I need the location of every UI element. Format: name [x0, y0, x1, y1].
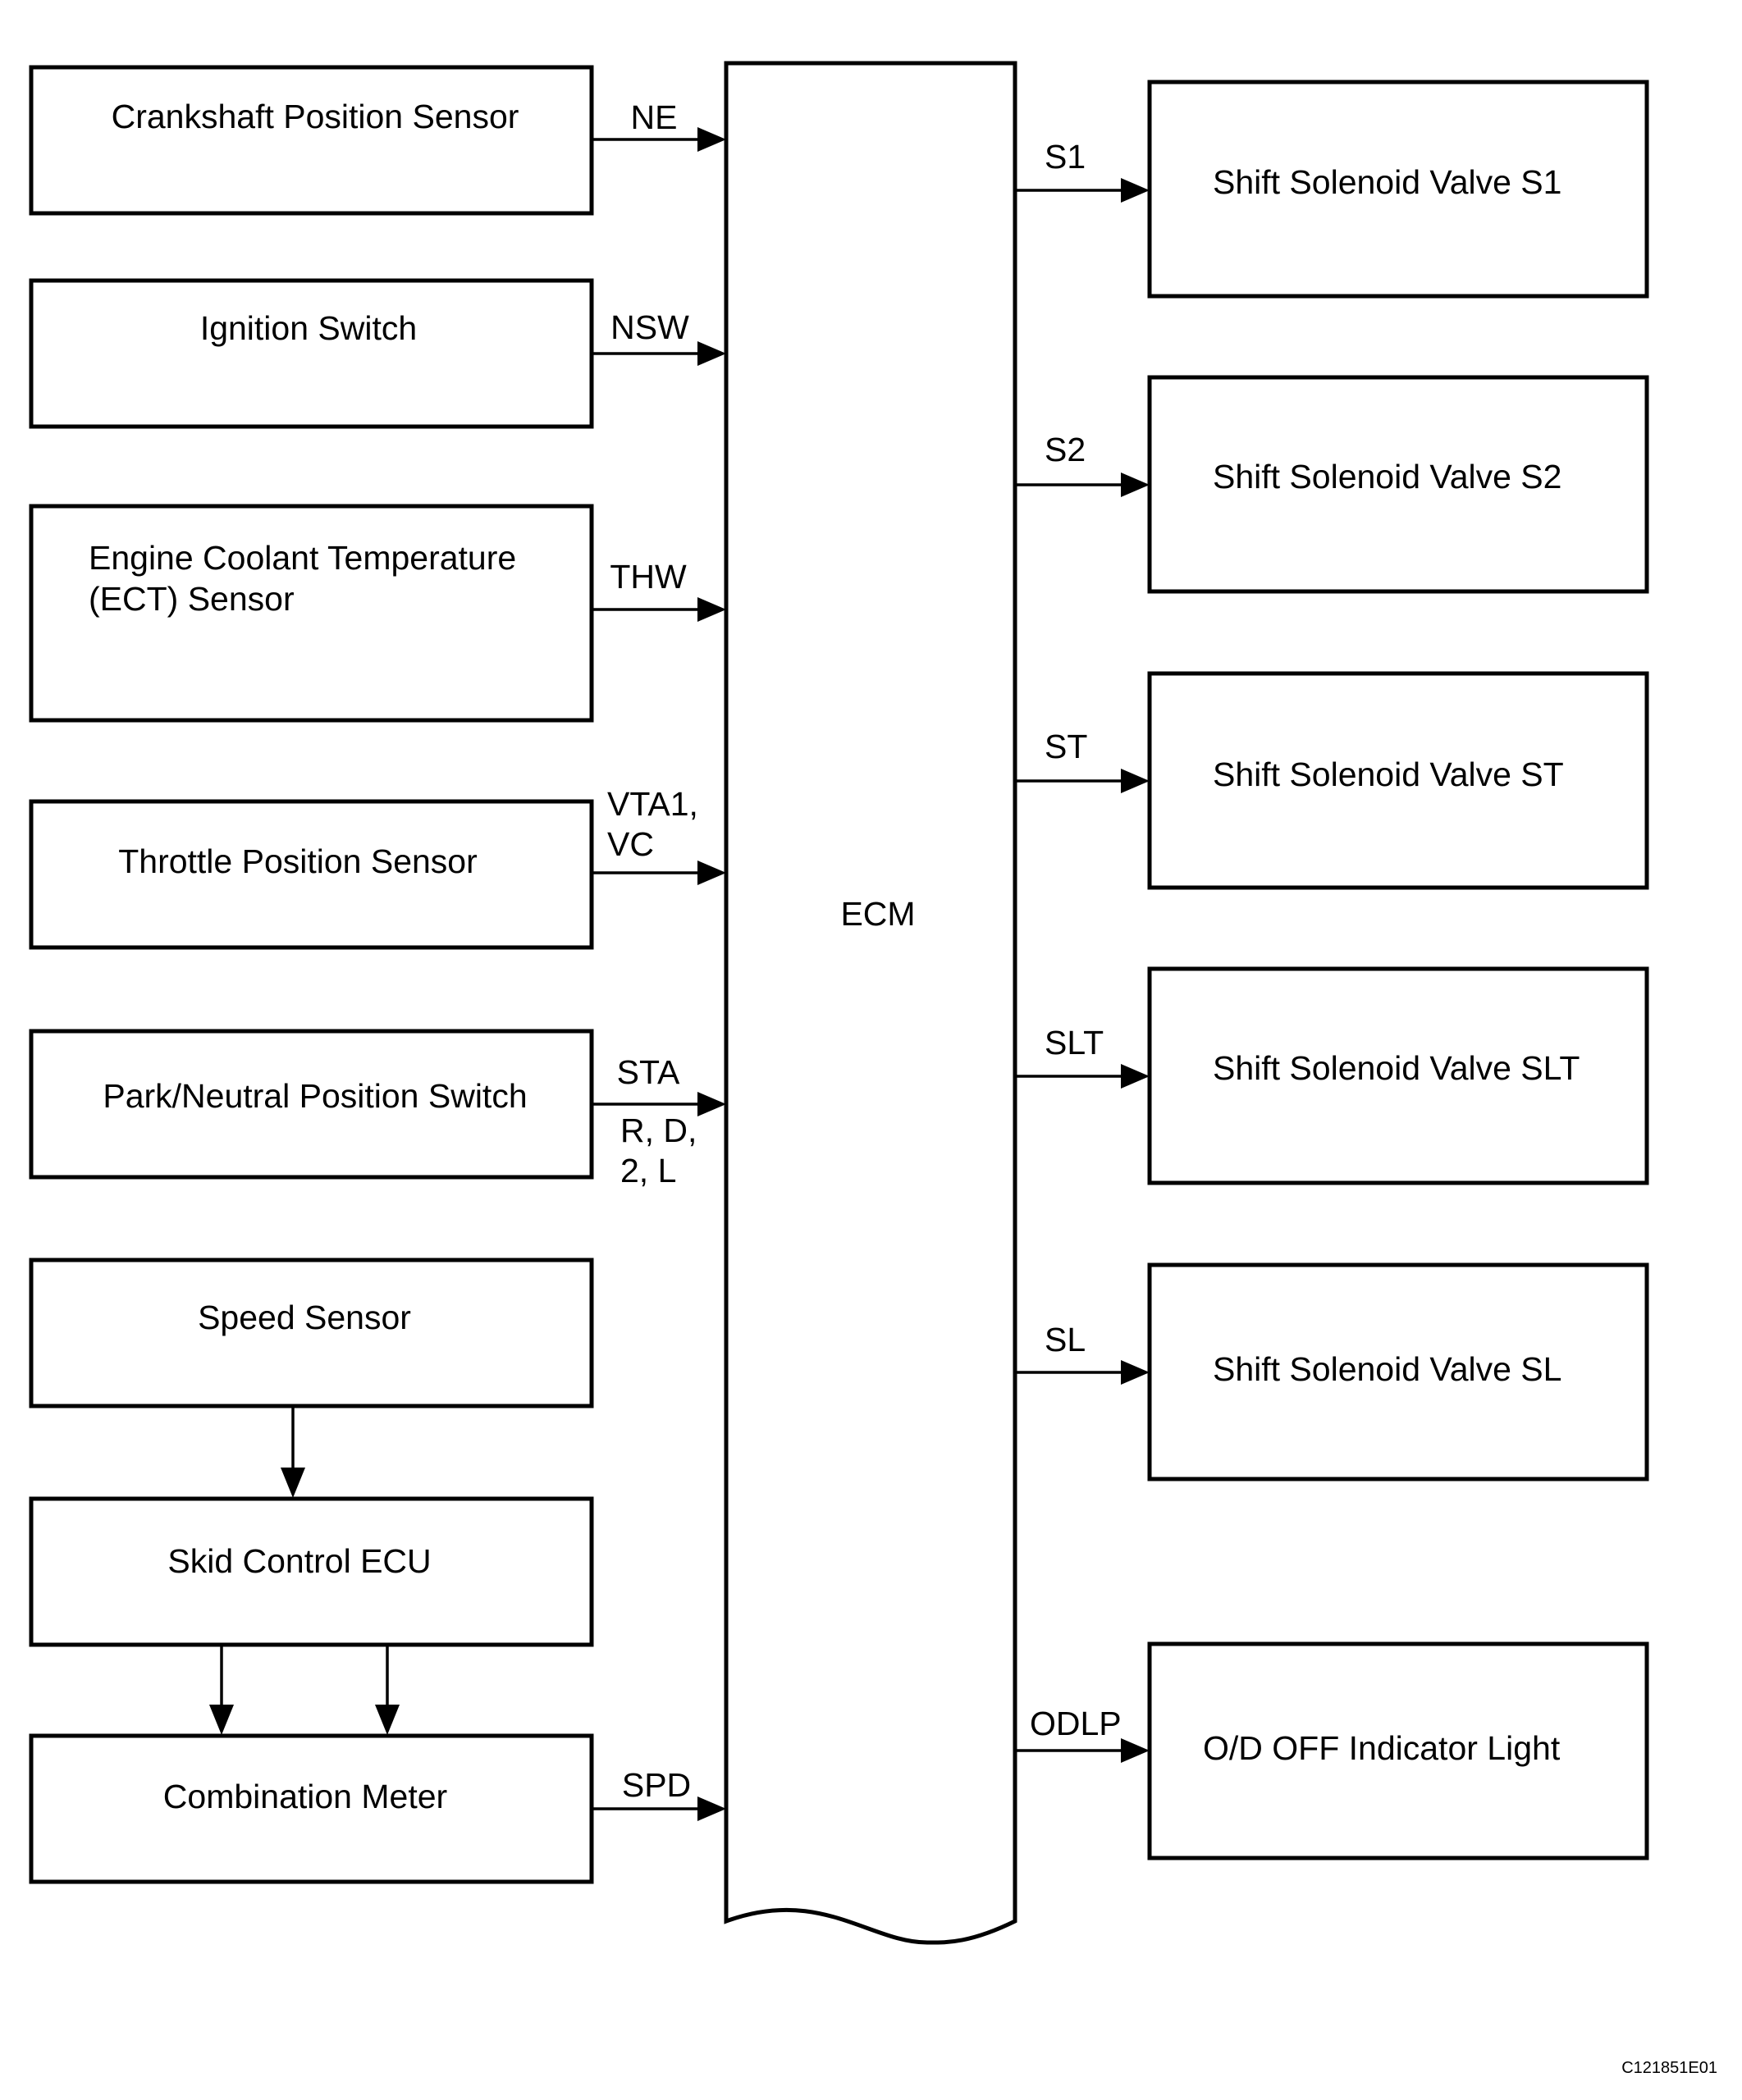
- s2-arrow: [1015, 472, 1150, 497]
- shift-solenoid-s1-box: Shift Solenoid Valve S1: [1147, 80, 1649, 299]
- shift-solenoid-s1-label: Shift Solenoid Valve S1: [1213, 163, 1561, 201]
- sl-signal-label: SL: [1045, 1321, 1086, 1358]
- figure-reference-code: C121851E01: [1621, 2059, 1717, 2077]
- sta-signal-label: STA: [617, 1053, 680, 1091]
- nsw-signal-label: NSW: [610, 308, 689, 346]
- vta1-vc-arrow: [592, 861, 726, 885]
- throttle-sensor-box: Throttle Position Sensor: [29, 799, 594, 950]
- st-arrow: [1015, 769, 1150, 793]
- vta1-signal-label: VTA1,: [607, 785, 698, 823]
- crankshaft-sensor-label: Crankshaft Position Sensor: [112, 98, 519, 135]
- od-off-indicator-box: O/D OFF Indicator Light: [1147, 1641, 1649, 1860]
- ecm-block: [724, 61, 1017, 1945]
- s1-arrow: [1015, 178, 1150, 203]
- 2l-signal-label: 2, L: [620, 1152, 676, 1189]
- speed-sensor-box: Speed Sensor: [29, 1258, 594, 1408]
- odlp-signal-label: ODLP: [1030, 1705, 1122, 1742]
- ignition-switch-box: Ignition Switch: [29, 278, 594, 429]
- park-neutral-switch-label: Park/Neutral Position Switch: [103, 1077, 527, 1115]
- s2-signal-label: S2: [1045, 431, 1086, 468]
- skid-to-meter-arrow-right: [375, 1645, 400, 1735]
- shift-solenoid-slt-label: Shift Solenoid Valve SLT: [1213, 1049, 1580, 1087]
- s1-signal-label: S1: [1045, 138, 1086, 176]
- skid-control-ecu-label: Skid Control ECU: [167, 1542, 431, 1580]
- shift-solenoid-st-box: Shift Solenoid Valve ST: [1147, 671, 1649, 890]
- ne-signal-label: NE: [631, 98, 678, 136]
- st-signal-label: ST: [1045, 728, 1087, 765]
- ne-arrow: [592, 127, 726, 152]
- shift-solenoid-sl-box: Shift Solenoid Valve SL: [1147, 1262, 1649, 1481]
- ect-sensor-label-line2: (ECT) Sensor: [89, 580, 295, 618]
- combination-meter-box: Combination Meter: [29, 1733, 594, 1884]
- ignition-switch-label: Ignition Switch: [200, 309, 417, 347]
- sl-arrow: [1015, 1360, 1150, 1385]
- skid-control-ecu-box: Skid Control ECU: [29, 1496, 594, 1647]
- vc-signal-label: VC: [607, 825, 654, 863]
- spd-signal-label: SPD: [622, 1766, 691, 1804]
- skid-to-meter-arrow-left: [209, 1645, 234, 1735]
- ect-sensor-box: Engine Coolant Temperature (ECT) Sensor: [29, 504, 594, 723]
- slt-signal-label: SLT: [1045, 1024, 1104, 1061]
- shift-solenoid-slt-box: Shift Solenoid Valve SLT: [1147, 966, 1649, 1185]
- ecm-label: ECM: [840, 895, 915, 933]
- odlp-arrow: [1015, 1738, 1150, 1763]
- sta-arrow: [592, 1092, 726, 1116]
- combination-meter-label: Combination Meter: [163, 1778, 447, 1815]
- shift-solenoid-s2-box: Shift Solenoid Valve S2: [1147, 375, 1649, 594]
- thw-signal-label: THW: [610, 558, 687, 596]
- park-neutral-switch-box: Park/Neutral Position Switch: [29, 1029, 594, 1180]
- speed-to-skid-arrow: [281, 1406, 305, 1498]
- ect-sensor-label-line1: Engine Coolant Temperature: [89, 539, 516, 577]
- throttle-sensor-label: Throttle Position Sensor: [118, 842, 478, 880]
- nsw-arrow: [592, 341, 726, 366]
- rd-signal-label: R, D,: [620, 1112, 697, 1149]
- shift-solenoid-s2-label: Shift Solenoid Valve S2: [1213, 458, 1561, 495]
- spd-arrow: [592, 1796, 726, 1821]
- crankshaft-sensor-box: Crankshaft Position Sensor: [29, 65, 594, 216]
- slt-arrow: [1015, 1064, 1150, 1089]
- shift-solenoid-sl-label: Shift Solenoid Valve SL: [1213, 1350, 1561, 1388]
- od-off-indicator-label: O/D OFF Indicator Light: [1203, 1729, 1561, 1767]
- shift-solenoid-st-label: Shift Solenoid Valve ST: [1213, 756, 1564, 793]
- thw-arrow: [592, 597, 726, 622]
- speed-sensor-label: Speed Sensor: [198, 1299, 411, 1336]
